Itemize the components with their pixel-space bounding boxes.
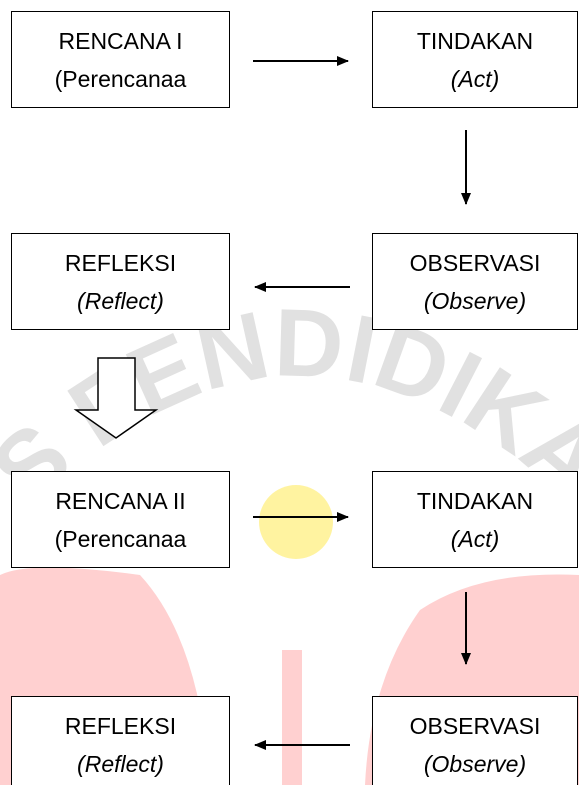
- box-refleksi-1: REFLEKSI (Reflect): [11, 233, 230, 330]
- box-title: OBSERVASI: [409, 712, 541, 739]
- box-tindakan-2: TINDAKAN (Act): [372, 471, 578, 568]
- box-title: REFLEKSI: [64, 249, 177, 276]
- box-subtitle: (Reflect): [77, 750, 164, 777]
- box-subtitle: (Act): [450, 525, 500, 552]
- box-title: TINDAKAN: [416, 27, 534, 54]
- box-observasi-1: OBSERVASI (Observe): [372, 233, 578, 330]
- box-observasi-2: OBSERVASI (Observe): [372, 696, 578, 785]
- box-title: OBSERVASI: [409, 249, 541, 276]
- box-subtitle: (Observe): [423, 750, 527, 777]
- box-subtitle: (Perencanaa: [54, 65, 187, 92]
- box-subtitle: (Act): [450, 65, 500, 92]
- box-rencana-1: RENCANA I (Perencanaa: [11, 11, 230, 108]
- watermark-dot: [259, 485, 333, 559]
- box-title: REFLEKSI: [64, 712, 177, 739]
- watermark-center-bar: [282, 650, 302, 785]
- box-subtitle: (Observe): [423, 287, 527, 314]
- box-title: RENCANA II: [55, 487, 186, 514]
- box-refleksi-2: REFLEKSI (Reflect): [11, 696, 230, 785]
- box-tindakan-1: TINDAKAN (Act): [372, 11, 578, 108]
- arrow-refleksi1-to-rencana2: [73, 357, 159, 439]
- box-subtitle: (Reflect): [77, 287, 164, 314]
- box-rencana-2: RENCANA II (Perencanaa: [11, 471, 230, 568]
- box-title: RENCANA I: [58, 27, 183, 54]
- box-title: TINDAKAN: [416, 487, 534, 514]
- box-subtitle: (Perencanaa: [54, 525, 187, 552]
